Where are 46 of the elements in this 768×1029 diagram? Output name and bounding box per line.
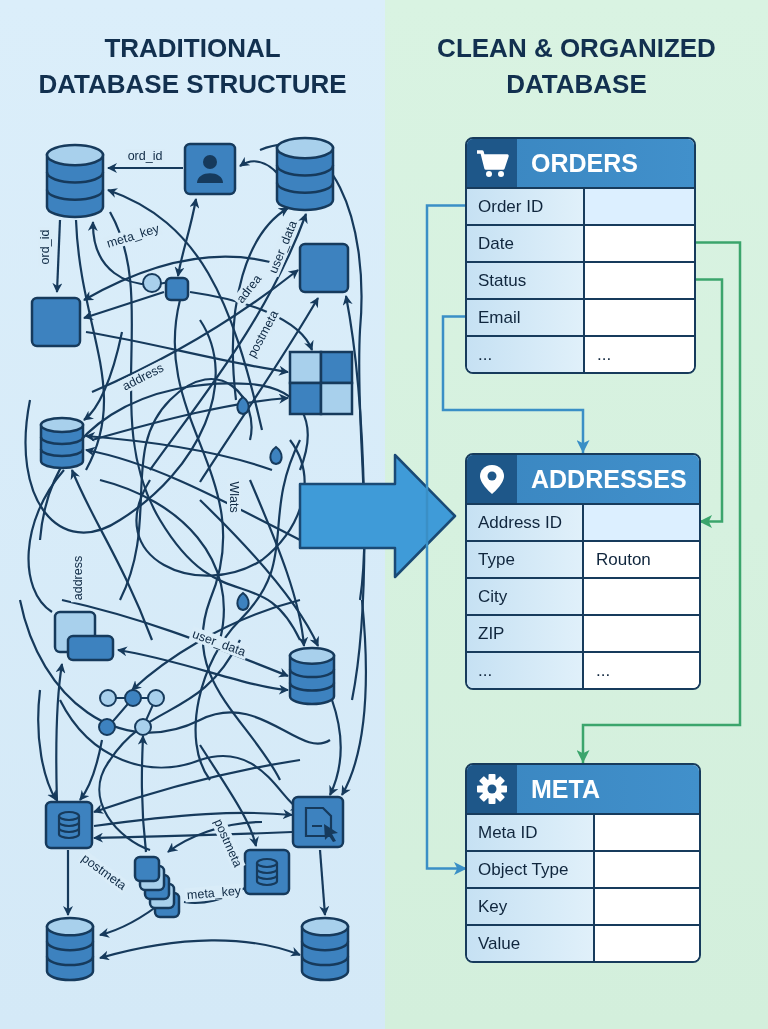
diagram-panel <box>0 0 385 1029</box>
field-name-cell: Email <box>467 300 585 335</box>
field-name-cell: Object Type <box>467 852 595 887</box>
connector-label: meta_key <box>184 883 244 903</box>
table-row <box>467 503 699 540</box>
field-name-cell: Address ID <box>467 505 584 540</box>
field-name-cell: Date <box>467 226 585 261</box>
database-table <box>465 453 701 690</box>
table-row <box>467 224 694 261</box>
table-row <box>467 850 699 887</box>
diagram-panel <box>385 0 768 1029</box>
table-row <box>467 335 694 372</box>
field-name-cell: ZIP <box>467 616 584 651</box>
table-row <box>467 187 694 224</box>
table-row <box>467 887 699 924</box>
table-row <box>467 261 694 298</box>
table-row <box>467 577 699 614</box>
database-table <box>465 763 701 963</box>
table-title: ORDERS <box>530 148 638 179</box>
field-name-cell: ... <box>467 653 584 688</box>
table-row <box>467 924 699 961</box>
table-row <box>467 651 699 688</box>
connector-label: ord_id <box>38 227 52 267</box>
table-row <box>467 540 699 577</box>
connector-arrow <box>441 315 590 453</box>
connector-label: address <box>71 553 85 603</box>
field-name-cell: ... <box>467 337 585 372</box>
connector-label: Wlats <box>227 479 241 515</box>
panel-title: TRADITIONAL DATABASE STRUCTURE <box>37 32 348 101</box>
table-row <box>467 298 694 335</box>
field-name-cell: Key <box>467 889 595 924</box>
connector-label: ord_id <box>125 149 165 163</box>
panel-title: CLEAN & ORGANIZED DATABASE <box>436 32 717 101</box>
field-name-cell: Status <box>467 263 585 298</box>
table-row <box>467 614 699 651</box>
table-row <box>467 813 699 850</box>
table-title: META <box>530 774 600 805</box>
database-table <box>465 137 696 374</box>
table-title: ADDRESSES <box>530 464 687 495</box>
field-name-cell: City <box>467 579 584 614</box>
field-name-cell: Type <box>467 542 584 577</box>
connector-arrow <box>576 241 742 763</box>
field-name-cell: Meta ID <box>467 815 595 850</box>
field-name-cell: Order ID <box>467 189 585 224</box>
field-name-cell: Value <box>467 926 595 961</box>
connector-arrow <box>694 278 724 528</box>
